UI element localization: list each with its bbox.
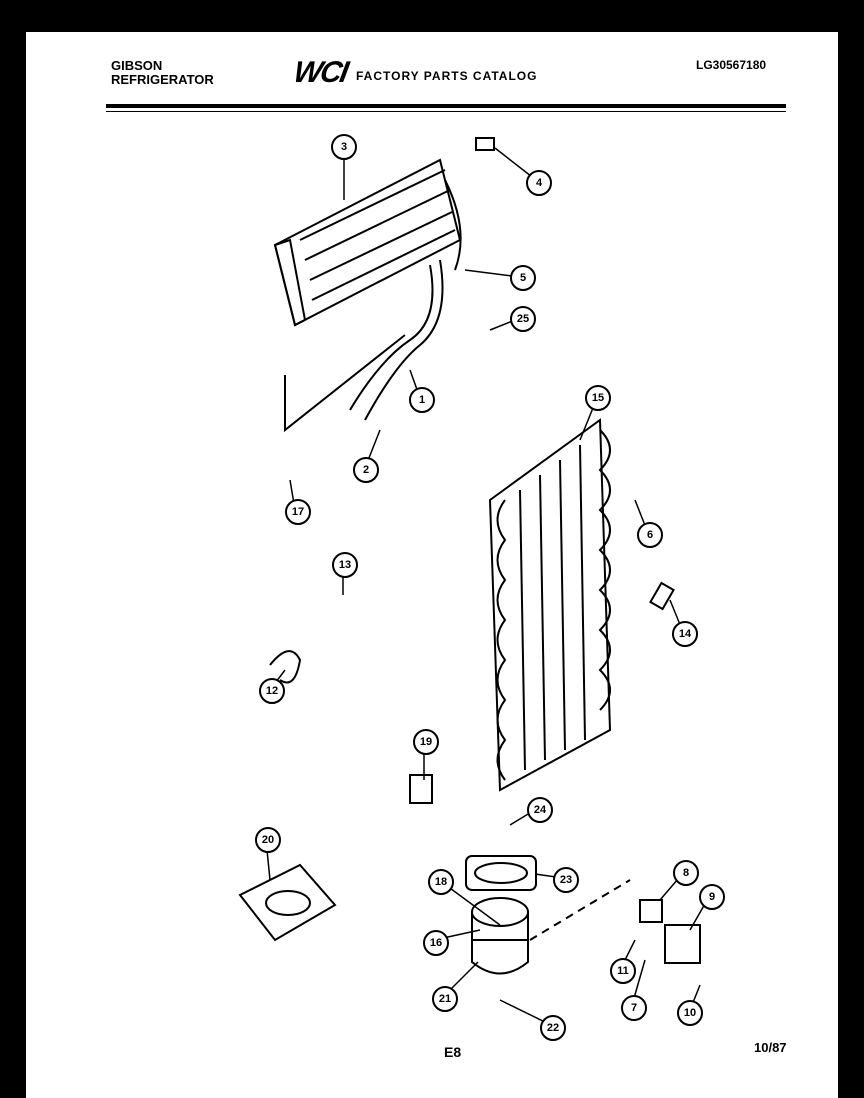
compressor — [471, 897, 529, 975]
callout-24[interactable]: 24 — [527, 797, 553, 823]
callout-9[interactable]: 9 — [699, 884, 725, 910]
wiring-lead — [529, 879, 631, 941]
callout-2[interactable]: 2 — [353, 457, 379, 483]
header-rule-thin — [106, 111, 786, 112]
evaporator — [273, 158, 462, 327]
brand-line1: GIBSON — [111, 58, 163, 73]
catalog-date: 10/87 — [754, 1040, 787, 1055]
callout-1[interactable]: 1 — [409, 387, 435, 413]
brand-line2: REFRIGERATOR — [111, 72, 214, 87]
condenser — [488, 418, 612, 792]
overload-protector — [639, 899, 663, 923]
clip-bracket — [409, 774, 433, 804]
callout-19[interactable]: 19 — [413, 729, 439, 755]
capillary-tube — [284, 179, 462, 433]
callout-23[interactable]: 23 — [553, 867, 579, 893]
compressor-mount-plate — [465, 855, 537, 891]
mount-grommet — [474, 862, 528, 884]
callout-10[interactable]: 10 — [677, 1000, 703, 1026]
callout-25[interactable]: 25 — [510, 306, 536, 332]
callout-14[interactable]: 14 — [672, 621, 698, 647]
callout-11[interactable]: 11 — [610, 958, 636, 984]
callout-5[interactable]: 5 — [510, 265, 536, 291]
callout-4[interactable]: 4 — [526, 170, 552, 196]
callout-7[interactable]: 7 — [621, 995, 647, 1021]
header-rule — [106, 104, 786, 108]
callout-17[interactable]: 17 — [285, 499, 311, 525]
callout-3[interactable]: 3 — [331, 134, 357, 160]
wiring-harness — [269, 650, 302, 684]
callout-8[interactable]: 8 — [673, 860, 699, 886]
drain-pan-opening — [265, 890, 311, 916]
callout-13[interactable]: 13 — [332, 552, 358, 578]
drier — [649, 581, 675, 611]
suction-line — [349, 259, 444, 421]
thermostat-sensor — [475, 137, 495, 151]
relay-box — [664, 924, 701, 964]
callout-15[interactable]: 15 — [585, 385, 611, 411]
page-code: E8 — [444, 1044, 462, 1060]
callout-20[interactable]: 20 — [255, 827, 281, 853]
callout-18[interactable]: 18 — [428, 869, 454, 895]
callout-22[interactable]: 22 — [540, 1015, 566, 1041]
model-number: LG30567180 — [696, 58, 767, 72]
leader-lines — [265, 147, 711, 1026]
catalog-title: FACTORY PARTS CATALOG — [356, 69, 538, 83]
drain-pan-bracket — [238, 863, 337, 942]
callout-21[interactable]: 21 — [432, 986, 458, 1012]
callout-6[interactable]: 6 — [637, 522, 663, 548]
callout-12[interactable]: 12 — [259, 678, 285, 704]
callout-16[interactable]: 16 — [423, 930, 449, 956]
